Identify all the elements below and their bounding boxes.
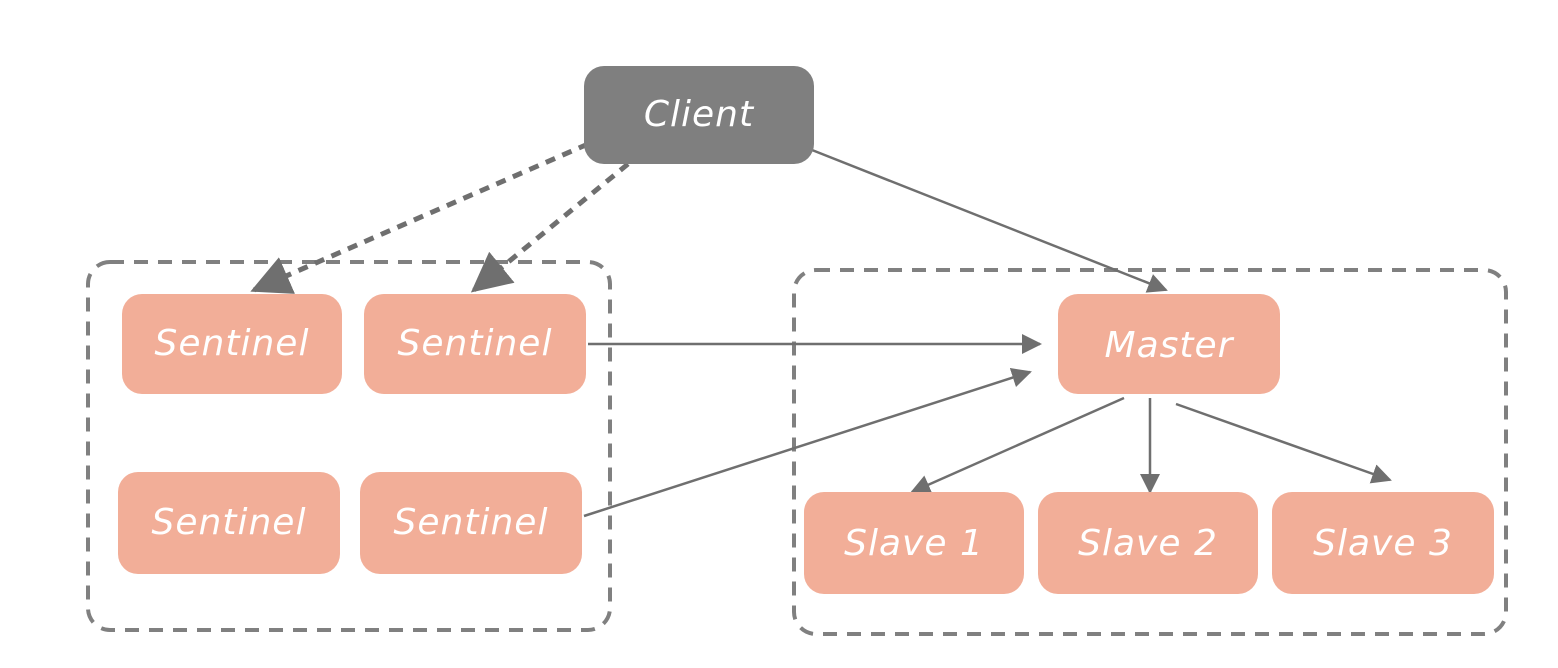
sentinel-node: Sentinel xyxy=(360,472,582,574)
slave-node: Slave 3 xyxy=(1272,492,1494,594)
slave-label: Slave 1 xyxy=(844,523,984,564)
sentinel-node: Sentinel xyxy=(122,294,342,394)
slave-node: Slave 1 xyxy=(804,492,1024,594)
slave-label: Slave 3 xyxy=(1313,523,1453,564)
master-label: Master xyxy=(1105,325,1235,366)
master-node: Master xyxy=(1058,294,1280,394)
sentinel-label: Sentinel xyxy=(394,502,549,543)
sentinel-label: Sentinel xyxy=(152,502,307,543)
sentinel-node: Sentinel xyxy=(118,472,340,574)
edge-client-to-sentinel-2 xyxy=(470,162,630,293)
sentinel-label: Sentinel xyxy=(155,323,310,364)
edge-master-to-slave-1 xyxy=(910,396,1125,494)
edge-sentinel-4-to-master xyxy=(583,368,1032,518)
client-label: Client xyxy=(644,94,755,135)
slave-label: Slave 2 xyxy=(1078,523,1218,564)
slave-node: Slave 2 xyxy=(1038,492,1258,594)
edge-client-to-master xyxy=(811,148,1168,293)
sentinel-group xyxy=(86,260,612,632)
client-node: Client xyxy=(584,66,814,164)
edge-master-to-slave-3 xyxy=(1175,402,1392,484)
sentinel-node: Sentinel xyxy=(364,294,586,394)
edge-client-to-sentinel-1 xyxy=(250,141,590,294)
sentinel-label: Sentinel xyxy=(398,323,553,364)
